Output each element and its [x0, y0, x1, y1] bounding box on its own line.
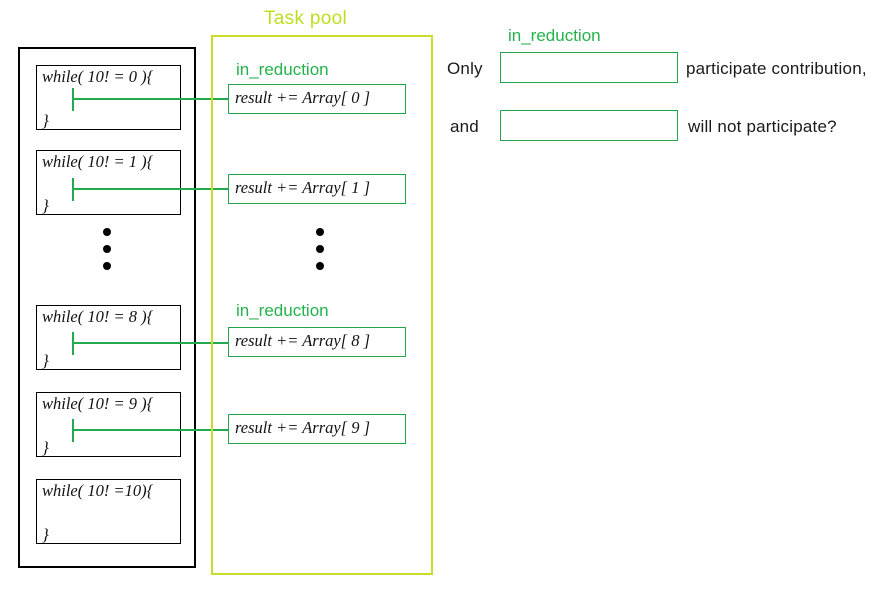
question-in-reduction-label: in_reduction — [508, 26, 601, 45]
task-box-3[interactable]: result += Array[ 9 ] — [228, 414, 406, 444]
while-box-4[interactable]: while( 10! =10){ } — [36, 479, 181, 544]
while-box-4-tail: } — [42, 525, 49, 544]
task-box-1[interactable]: result += Array[ 1 ] — [228, 174, 406, 204]
question-word-and: and — [450, 117, 479, 136]
while-box-1-head: while( 10! = 1 ){ — [42, 152, 154, 171]
task-box-2[interactable]: result += Array[ 8 ] — [228, 327, 406, 357]
ellipsis-dot-left — [103, 262, 111, 270]
ellipsis-dot-left — [103, 245, 111, 253]
while-box-0-head: while( 10! = 0 ){ — [42, 67, 154, 86]
task-box-1-text: result += Array[ 1 ] — [235, 178, 371, 197]
task-box-0-text: result += Array[ 0 ] — [235, 88, 371, 107]
while-box-2-head: while( 10! = 8 ){ — [42, 307, 154, 326]
connector-line-0 — [72, 98, 230, 100]
task-box-3-text: result += Array[ 9 ] — [235, 418, 371, 437]
task-box-0[interactable]: result += Array[ 0 ] — [228, 84, 406, 114]
task-pool-title: Task pool — [264, 8, 347, 29]
in-reduction-label-1: in_reduction — [236, 301, 329, 320]
connector-line-2 — [72, 342, 230, 344]
ellipsis-dot-right — [316, 245, 324, 253]
while-box-4-head: while( 10! =10){ — [42, 481, 154, 500]
ellipsis-dot-right — [316, 228, 324, 236]
task-pool-container — [211, 35, 433, 575]
while-box-1[interactable]: while( 10! = 1 ){ } — [36, 150, 181, 215]
while-box-3[interactable]: while( 10! = 9 ){ } — [36, 392, 181, 457]
while-box-3-head: while( 10! = 9 ){ — [42, 394, 154, 413]
blank-input-1[interactable] — [500, 52, 678, 83]
while-box-2-tail: } — [42, 351, 49, 370]
in-reduction-label-0: in_reduction — [236, 60, 329, 79]
question-word-only: Only — [447, 59, 483, 78]
connector-line-1 — [72, 188, 230, 190]
connector-line-3 — [72, 429, 230, 431]
ellipsis-dot-left — [103, 228, 111, 236]
while-box-0-tail: } — [42, 111, 49, 130]
question-text-participate: participate contribution, — [686, 59, 867, 78]
question-text-not-participate: will not participate? — [688, 117, 837, 136]
task-box-2-text: result += Array[ 8 ] — [235, 331, 371, 350]
while-box-0[interactable]: while( 10! = 0 ){ } — [36, 65, 181, 130]
blank-input-2[interactable] — [500, 110, 678, 141]
ellipsis-dot-right — [316, 262, 324, 270]
while-box-2[interactable]: while( 10! = 8 ){ } — [36, 305, 181, 370]
while-box-1-tail: } — [42, 196, 49, 215]
while-box-3-tail: } — [42, 438, 49, 457]
